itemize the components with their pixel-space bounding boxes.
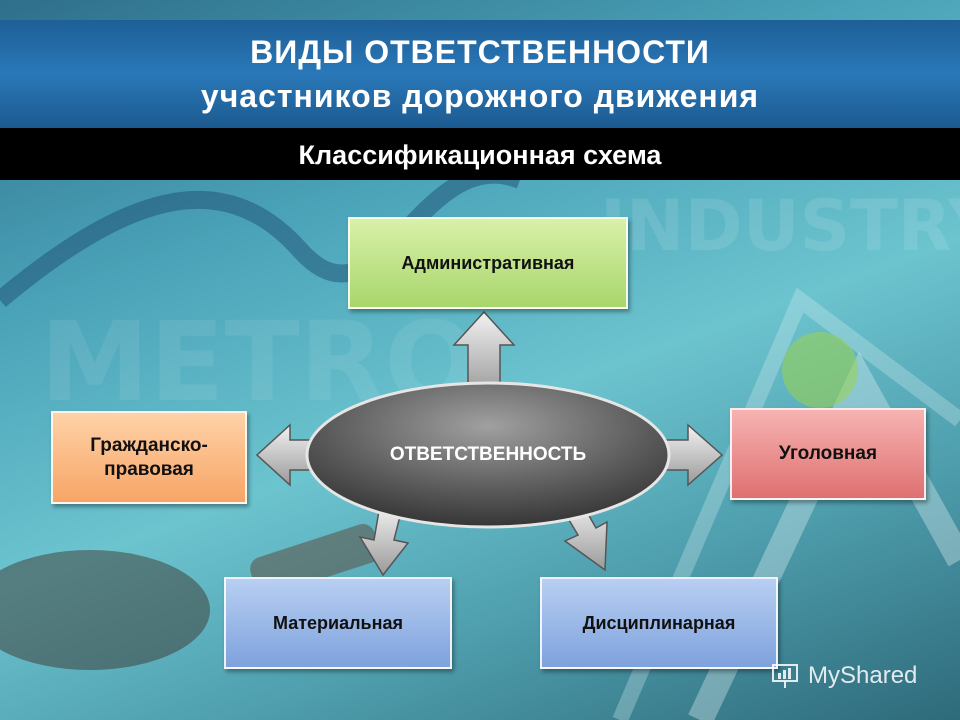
node-disciplinary-label: Дисциплинарная: [582, 613, 736, 633]
node-criminal: Уголовная: [730, 408, 926, 500]
watermark: MyShared: [770, 656, 950, 696]
center-ellipse: [305, 381, 671, 529]
node-material-label: Материальная: [272, 613, 403, 633]
subtitle-bar: Классификационная схема: [0, 128, 960, 180]
center-node-label: ОТВЕТСТВЕННОСТЬ: [389, 444, 587, 465]
page-title: ВИДЫ ОТВЕТСТВЕННОСТИ: [250, 34, 710, 70]
svg-text:INDUSTRY: INDUSTRY: [600, 185, 960, 267]
presentation-icon: [772, 664, 798, 688]
node-material: Материальная: [224, 577, 452, 669]
node-civil-label: Гражданско- правовая: [90, 434, 208, 482]
node-administrative: Административная: [348, 217, 628, 309]
node-civil: Гражданско- правовая: [51, 411, 247, 504]
page-title-line2: участников дорожного движения: [200, 78, 760, 114]
node-disciplinary: Дисциплинарная: [540, 577, 778, 669]
node-civil-label-line1: Гражданско-: [90, 434, 208, 456]
subtitle: Классификационная схема: [298, 140, 662, 170]
node-administrative-label: Административная: [401, 253, 575, 273]
header-banner: ВИДЫ ОТВЕТСТВЕННОСТИ участников дорожног…: [0, 20, 960, 128]
node-civil-label-line2: правовая: [104, 458, 194, 480]
node-criminal-label: Уголовная: [778, 443, 878, 464]
watermark-text: MyShared: [808, 662, 918, 689]
